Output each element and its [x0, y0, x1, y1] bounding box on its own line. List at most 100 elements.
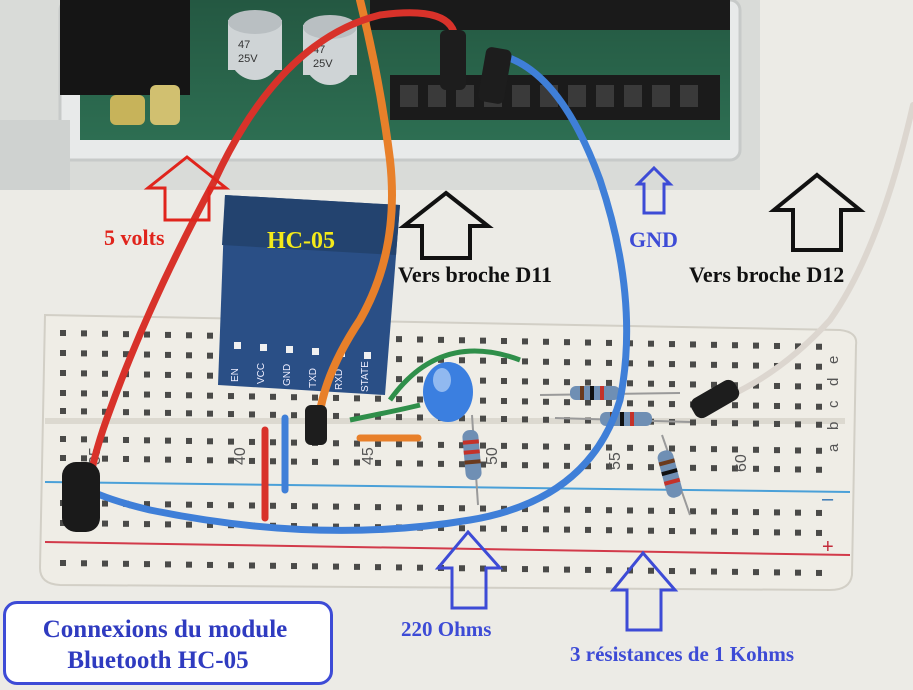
- breadboard-hole: [795, 509, 801, 516]
- breadboard-hole: [648, 507, 654, 514]
- breadboard-hole: [312, 394, 318, 401]
- breadboard-hole: [816, 403, 822, 410]
- column-number: 55: [607, 452, 624, 470]
- label-5-volts: 5 volts: [104, 225, 165, 250]
- breadboard-hole: [522, 526, 528, 533]
- breadboard-hole: [753, 465, 759, 472]
- label-to-d11: Vers broche D11: [398, 262, 552, 287]
- capacitor-voltage: 25V: [238, 53, 258, 65]
- breadboard-hole: [354, 440, 360, 447]
- breadboard-hole: [270, 393, 276, 400]
- breadboard-hole: [627, 360, 633, 367]
- breadboard-hole: [291, 503, 297, 510]
- breadboard-hole: [228, 457, 234, 464]
- breadboard-hole: [270, 411, 276, 418]
- arrow-up-icon: [609, 550, 679, 632]
- breadboard-hole: [207, 332, 213, 339]
- breadboard-hole: [669, 568, 675, 575]
- breadboard-hole: [690, 361, 696, 368]
- breadboard-hole: [102, 500, 108, 507]
- breadboard-hole: [753, 420, 759, 427]
- breadboard-hole: [543, 443, 549, 450]
- arduino-board: 47 25V 47 25V: [60, 0, 730, 140]
- breadboard-hole: [417, 504, 423, 511]
- breadboard-hole: [438, 524, 444, 531]
- breadboard-hole: [753, 569, 759, 576]
- module-pin-label: GND: [282, 364, 293, 386]
- breadboard-hole: [795, 383, 801, 390]
- breadboard-hole: [186, 561, 192, 568]
- breadboard-hole: [480, 565, 486, 572]
- breadboard-hole: [270, 502, 276, 509]
- breadboard-hole: [186, 501, 192, 508]
- breadboard-hole: [753, 509, 759, 516]
- breadboard-hole: [480, 357, 486, 364]
- breadboard-hole: [123, 409, 129, 416]
- breadboard-hole: [774, 509, 780, 516]
- breadboard-hole: [648, 567, 654, 574]
- breadboard-hole: [522, 398, 528, 405]
- breadboard-hole: [564, 566, 570, 573]
- breadboard-hole: [795, 466, 801, 473]
- breadboard-hole: [669, 508, 675, 515]
- breadboard-hole: [501, 461, 507, 468]
- breadboard-hole: [669, 341, 675, 348]
- breadboard-hole: [396, 376, 402, 383]
- breadboard-hole: [606, 527, 612, 534]
- breadboard-hole: [81, 436, 87, 443]
- breadboard-hole: [249, 562, 255, 569]
- breadboard-hole: [396, 460, 402, 467]
- breadboard-hole: [207, 457, 213, 464]
- led: [349, 348, 521, 423]
- breadboard-hole: [732, 402, 738, 409]
- breadboard-hole: [480, 415, 486, 422]
- breadboard-hole: [396, 414, 402, 421]
- wire-plug-rail: [62, 462, 100, 532]
- breadboard-hole: [165, 391, 171, 398]
- breadboard-hole: [228, 562, 234, 569]
- breadboard-hole: [774, 420, 780, 427]
- capacitor-value: 47: [238, 39, 250, 51]
- breadboard-hole: [732, 528, 738, 535]
- breadboard-hole: [396, 441, 402, 448]
- wire-blue-gnd: [76, 47, 631, 534]
- row-letter: d: [825, 378, 842, 386]
- breadboard-hole: [249, 393, 255, 400]
- breadboard-hole: [60, 330, 66, 336]
- breadboard-hole: [165, 561, 171, 568]
- resistor-1-kohm: [657, 434, 691, 516]
- breadboard-hole: [459, 565, 465, 572]
- row-letter: e: [825, 356, 842, 364]
- breadboard-hole: [522, 338, 528, 345]
- breadboard-hole: [144, 561, 150, 568]
- breadboard-hole: [81, 370, 87, 377]
- breadboard-hole: [480, 442, 486, 449]
- breadboard-hole: [690, 568, 696, 575]
- module-pin-label: RXD: [334, 369, 345, 390]
- breadboard-hole: [522, 416, 528, 423]
- column-number: 45: [360, 447, 377, 465]
- module-pin-label: EN: [230, 368, 241, 382]
- breadboard-hole: [207, 410, 213, 417]
- breadboard-hole: [186, 392, 192, 399]
- breadboard-hole: [333, 394, 339, 401]
- breadboard-hole: [585, 339, 591, 346]
- wire-orange-d11: [305, 0, 396, 445]
- arrow-up-icon: [398, 190, 494, 260]
- breadboard-hole: [585, 417, 591, 424]
- breadboard-hole: [186, 332, 192, 339]
- arrow-up-icon: [634, 165, 674, 215]
- breadboard-hole: [60, 370, 66, 376]
- breadboard-hole: [291, 394, 297, 401]
- breadboard-hole: [606, 507, 612, 514]
- breadboard-hole: [480, 377, 486, 384]
- breadboard-hole: [564, 417, 570, 424]
- breadboard-hole: [123, 520, 129, 527]
- breadboard-hole: [165, 501, 171, 508]
- breadboard-hole: [564, 526, 570, 533]
- breadboard-hole: [333, 563, 339, 570]
- hc05-module: EN VCC GND TXD RXD STATE: [218, 195, 400, 395]
- breadboard-hole: [795, 343, 801, 350]
- breadboard-hole: [165, 409, 171, 416]
- breadboard-hole: [543, 416, 549, 423]
